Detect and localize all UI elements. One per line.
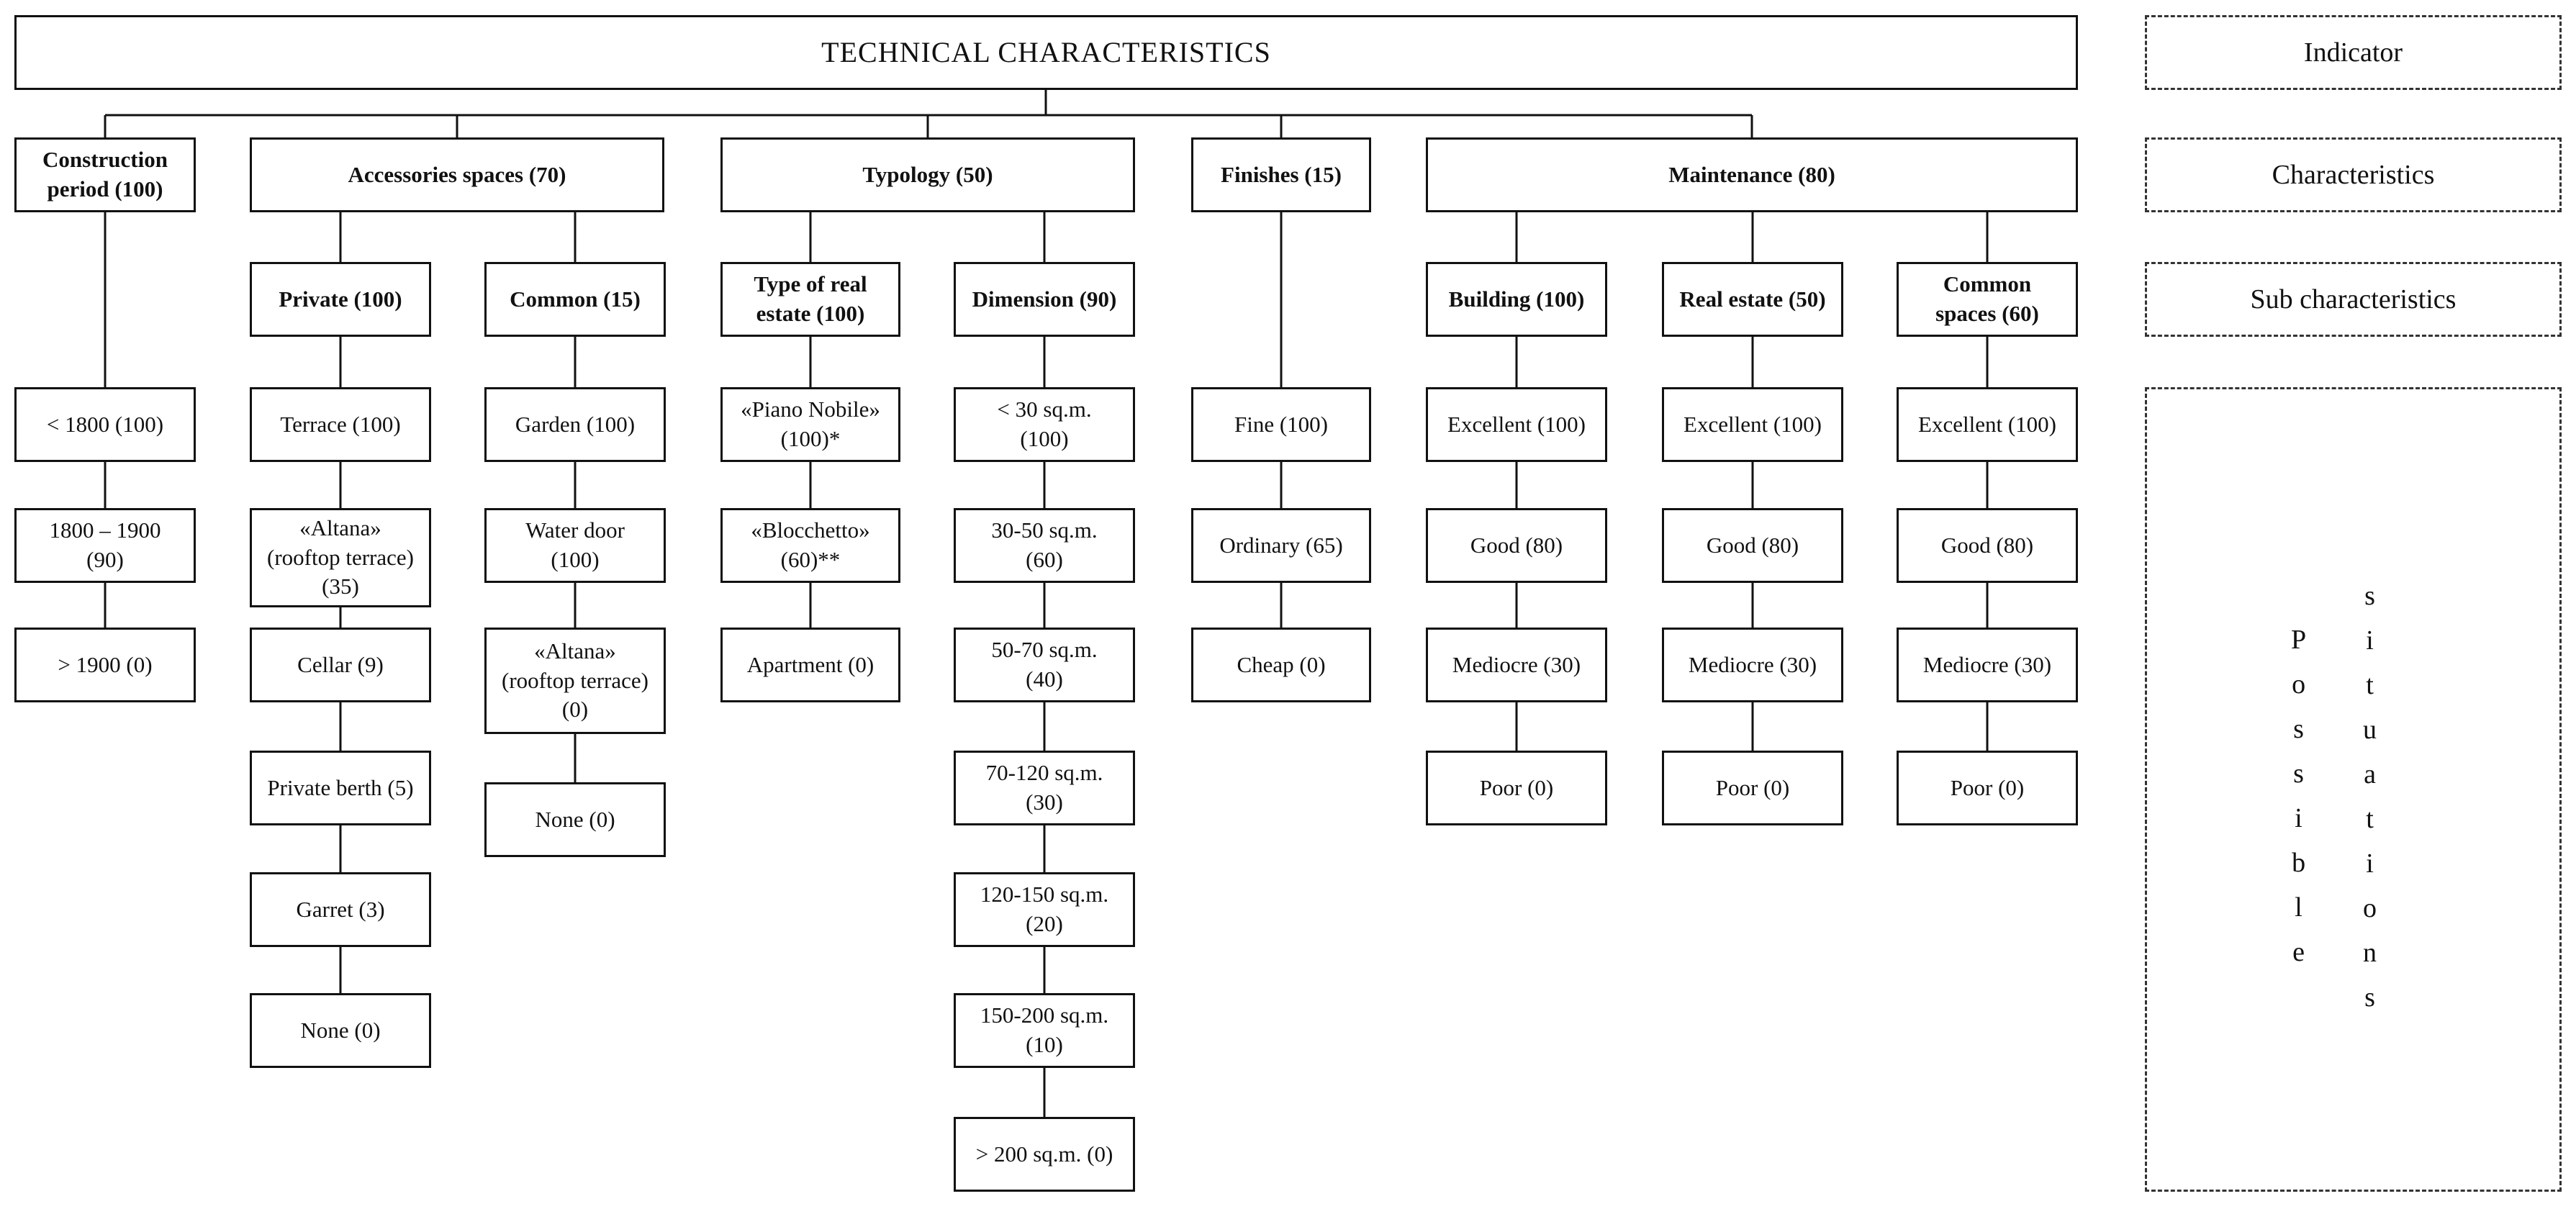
- char-construction-period: Construction period (100): [14, 137, 196, 212]
- situation-box: Poor (0): [1426, 751, 1607, 825]
- vertical-letter: t: [2366, 804, 2374, 834]
- vertical-letter: n: [2363, 938, 2377, 968]
- sub-real-estate: Real estate (50): [1662, 262, 1843, 337]
- vertical-letter: a: [2364, 759, 2376, 789]
- situation-box: 50-70 sq.m. (40): [954, 628, 1135, 702]
- vertical-letter: o: [2292, 669, 2306, 699]
- situation-box: Mediocre (30): [1662, 628, 1843, 702]
- char-accessories-spaces: Accessories spaces (70): [250, 137, 664, 212]
- situation-box: Poor (0): [1662, 751, 1843, 825]
- vertical-letter: e: [2292, 937, 2305, 967]
- situation-box: Fine (100): [1191, 387, 1371, 462]
- situation-box: Private berth (5): [250, 751, 431, 825]
- vertical-letter: i: [2295, 803, 2302, 833]
- sub-common-spaces: Common spaces (60): [1897, 262, 2078, 337]
- char-maintenance: Maintenance (80): [1426, 137, 2078, 212]
- situation-box: Ordinary (65): [1191, 508, 1371, 583]
- situation-box: > 200 sq.m. (0): [954, 1117, 1135, 1192]
- situation-box: < 1800 (100): [14, 387, 196, 462]
- situation-box: «Altana» (rooftop terrace) (0): [484, 628, 666, 734]
- char-typology: Typology (50): [720, 137, 1135, 212]
- situation-box: Mediocre (30): [1897, 628, 2078, 702]
- situation-box: 70-120 sq.m. (30): [954, 751, 1135, 825]
- legend-indicator: Indicator: [2145, 15, 2562, 90]
- vertical-letter: s: [2364, 581, 2375, 611]
- situation-box: 30-50 sq.m. (60): [954, 508, 1135, 583]
- vertical-letter: b: [2292, 848, 2306, 878]
- sub-building: Building (100): [1426, 262, 1607, 337]
- situation-box: None (0): [484, 782, 666, 857]
- situation-box: Apartment (0): [720, 628, 900, 702]
- vertical-letter: u: [2363, 715, 2377, 745]
- situation-box: Good (80): [1662, 508, 1843, 583]
- sub-private: Private (100): [250, 262, 431, 337]
- indicator-title: TECHNICAL CHARACTERISTICS: [14, 15, 2078, 90]
- vertical-letter: s: [2293, 714, 2304, 744]
- situation-box: «Blocchetto» (60)**: [720, 508, 900, 583]
- situation-box: Cheap (0): [1191, 628, 1371, 702]
- situation-box: «Piano Nobile» (100)*: [720, 387, 900, 462]
- situation-box: Poor (0): [1897, 751, 2078, 825]
- situation-box: 120-150 sq.m. (20): [954, 872, 1135, 947]
- situation-box: Excellent (100): [1662, 387, 1843, 462]
- situation-box: Good (80): [1897, 508, 2078, 583]
- sub-dimension: Dimension (90): [954, 262, 1135, 337]
- legend-characteristics: Characteristics: [2145, 137, 2562, 212]
- situation-box: Garret (3): [250, 872, 431, 947]
- vertical-letter: s: [2293, 759, 2304, 789]
- situation-box: Cellar (9): [250, 628, 431, 702]
- vertical-letter: o: [2363, 893, 2377, 923]
- sub-type-of-real-estate: Type of real estate (100): [720, 262, 900, 337]
- vertical-letter: s: [2364, 982, 2375, 1013]
- situation-box: Excellent (100): [1897, 387, 2078, 462]
- vertical-letter: t: [2366, 670, 2374, 700]
- situation-box: < 30 sq.m. (100): [954, 387, 1135, 462]
- situation-box: > 1900 (0): [14, 628, 196, 702]
- situation-box: Excellent (100): [1426, 387, 1607, 462]
- situation-box: None (0): [250, 993, 431, 1068]
- situation-box: Good (80): [1426, 508, 1607, 583]
- vertical-letter: i: [2366, 848, 2374, 879]
- sub-common: Common (15): [484, 262, 666, 337]
- vertical-letter: i: [2366, 625, 2374, 656]
- vertical-letter: P: [2291, 625, 2307, 655]
- situation-box: Mediocre (30): [1426, 628, 1607, 702]
- situation-box: 1800 – 1900 (90): [14, 508, 196, 583]
- vertical-letter: l: [2295, 892, 2302, 923]
- legend-sub-characteristics: Sub characteristics: [2145, 262, 2562, 337]
- char-finishes: Finishes (15): [1191, 137, 1371, 212]
- situation-box: Terrace (100): [250, 387, 431, 462]
- situation-box: «Altana» (rooftop terrace) (35): [250, 508, 431, 607]
- situation-box: Garden (100): [484, 387, 666, 462]
- situation-box: 150-200 sq.m. (10): [954, 993, 1135, 1068]
- situation-box: Water door (100): [484, 508, 666, 583]
